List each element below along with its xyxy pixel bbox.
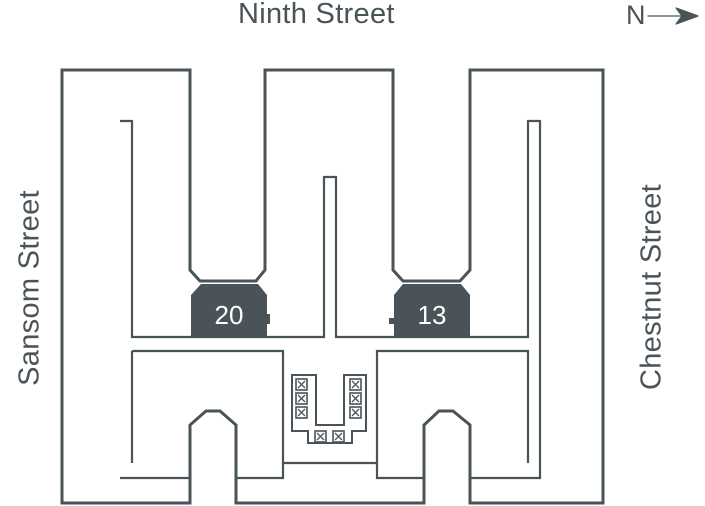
unit-label: 20: [215, 300, 244, 330]
core-outline: [291, 374, 367, 444]
street-label-top: Ninth Street: [238, 0, 395, 30]
building-outline: [60, 68, 605, 505]
unit-badge-20[interactable]: 20: [191, 284, 270, 338]
unit-badge-13[interactable]: 13: [389, 284, 470, 338]
north-arrow-icon: [646, 6, 699, 25]
elevator-cell-icon: [332, 430, 345, 443]
unit-badge-shape: [191, 284, 267, 338]
unit-badge-shape: [394, 284, 470, 338]
elevator-cell-icon: [349, 378, 362, 391]
unit-badge-notch: [389, 318, 394, 324]
elevator-cell-icon: [349, 392, 362, 405]
compass: N: [626, 2, 700, 29]
elevator-cell-icon: [314, 430, 327, 443]
elevator-cell-icon: [295, 406, 308, 419]
elevator-cell-icon: [295, 392, 308, 405]
elevator-core: [291, 374, 367, 444]
elevator-cell-icon: [349, 406, 362, 419]
street-label-left: Sansom Street: [13, 190, 46, 386]
compass-letter: N: [626, 0, 646, 30]
street-label-right: Chestnut Street: [635, 184, 668, 390]
unit-label: 13: [418, 300, 447, 330]
inner-corridor: [120, 119, 542, 480]
elevator-cell-icon: [295, 378, 308, 391]
corridor-lower-edge: [130, 349, 530, 465]
unit-badge-notch: [266, 314, 270, 324]
